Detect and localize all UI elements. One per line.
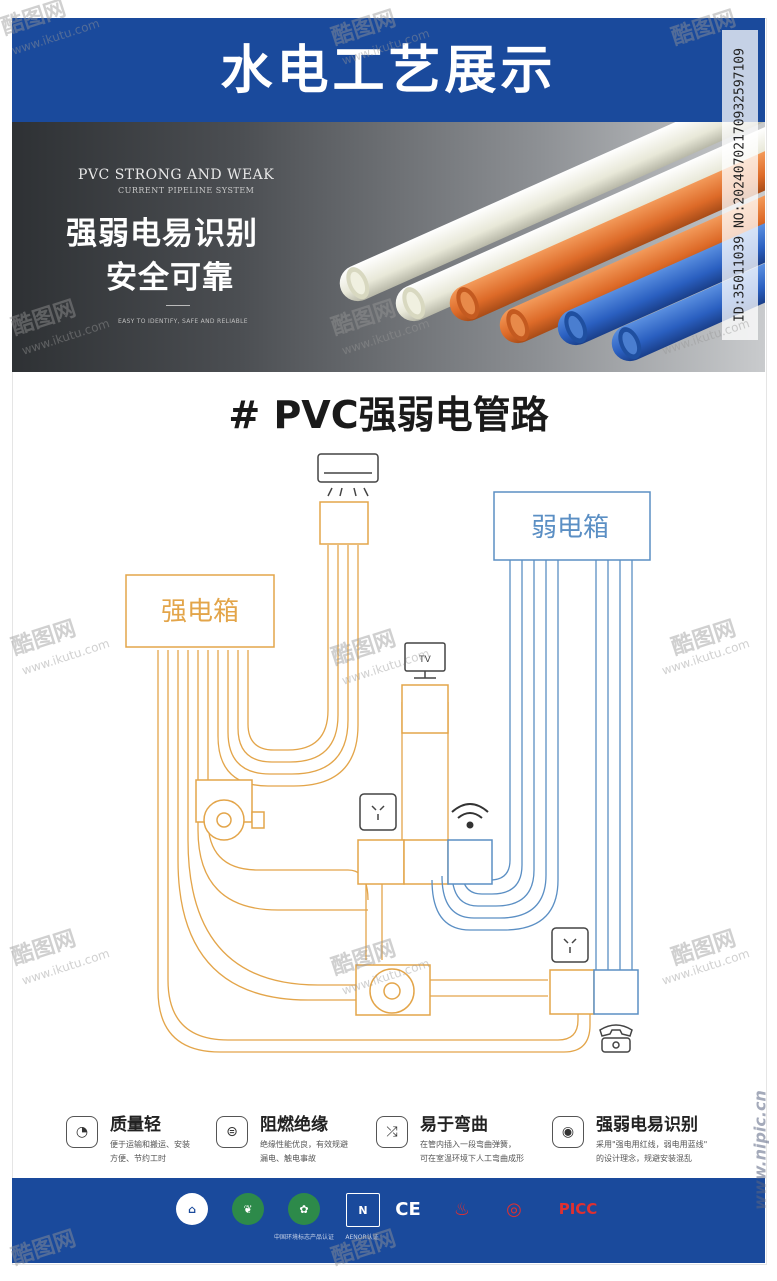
strong-current-pipes — [157, 545, 591, 1053]
feature-desc: 便于运输和搬运、安装方便、节约工时 — [110, 1140, 190, 1163]
id-watermark-strip: ID:35011039 NO:20240702170932597109 — [722, 30, 758, 340]
picc-logo-icon: PICC — [558, 1200, 598, 1218]
weak-box-label: 弱电箱 — [531, 513, 609, 543]
strong-box-label: 强电箱 — [161, 597, 239, 627]
feature-desc: 采用"强电用红线，弱电用蓝线"的设计理念，规避安装混乱 — [596, 1140, 708, 1163]
tv-label: TV — [418, 655, 431, 665]
poster-title: 水电工艺展示 — [220, 41, 557, 101]
pipeline-diagram: 强电箱 TV — [125, 453, 651, 1053]
flame-logo-icon: ♨ — [453, 1198, 471, 1220]
feature-desc: 在管内插入一段弯曲弹簧，可在室温环境下人工弯曲成形 — [420, 1140, 524, 1163]
network-box — [447, 839, 493, 885]
outlet-box-3 — [549, 969, 595, 1015]
outlet-box-1 — [357, 839, 405, 885]
junction-box-1 — [195, 779, 265, 841]
n-mark-icon: N — [346, 1193, 380, 1227]
header-band — [12, 18, 765, 122]
socket-icon — [359, 793, 397, 831]
tv-connector — [401, 684, 449, 734]
weak-box — [493, 491, 651, 561]
eco-logo-icon: ❦ — [232, 1193, 264, 1225]
house-logo-icon: ⌂ — [176, 1193, 208, 1225]
junction-box-2 — [355, 964, 431, 1016]
round-logo-icon: ◎ — [506, 1198, 522, 1220]
wifi-icon — [451, 803, 489, 829]
tv-icon — [404, 642, 446, 679]
gauge-icon: ◔ — [66, 1116, 98, 1148]
strong-box — [125, 574, 275, 648]
certification-band — [12, 1178, 765, 1263]
flame-shield-icon: ⊜ — [216, 1116, 248, 1148]
telephone-icon — [599, 1024, 633, 1053]
hero-slogan-line2: 安全可靠 — [106, 260, 234, 296]
hero-slogan-line1: 强弱电易识别 — [66, 216, 258, 252]
phone-box — [593, 969, 639, 1015]
side-watermark: www.nipic.cn — [750, 1090, 770, 1210]
section-title: # PVC强弱电管路 — [228, 393, 549, 437]
hero-english-title: PVC STRONG AND WEAK — [78, 167, 275, 183]
feature-title: 质量轻 — [110, 1115, 161, 1135]
ac-connector — [319, 501, 369, 545]
env-label-caption: 中国环境标志产品认证 — [273, 1234, 334, 1241]
id-watermark-text: ID:35011039 NO:20240702170932597109 — [732, 48, 748, 322]
hero-english-tagline: EASY TO IDENTIFY, SAFE AND RELIABLE — [118, 318, 248, 325]
feature-title: 强弱电易识别 — [596, 1115, 698, 1135]
aenor-caption: AENOR认证 — [345, 1234, 379, 1241]
feature-title: 阻燃绝缘 — [260, 1115, 328, 1135]
weak-current-pipes — [431, 560, 633, 970]
hero-divider — [166, 305, 190, 306]
env-label-icon: ✿ — [288, 1193, 320, 1225]
socket-icon-2 — [551, 927, 589, 963]
eye-icon: ◉ — [552, 1116, 584, 1148]
shuffle-icon: ⤮ — [376, 1116, 408, 1148]
feature-title: 易于弯曲 — [420, 1115, 488, 1135]
ce-mark-icon: CE — [395, 1198, 421, 1220]
hero-english-subtitle: CURRENT PIPELINE SYSTEM — [118, 186, 255, 195]
air-conditioner-icon — [317, 453, 379, 497]
feature-desc: 绝缘性能优良，有效规避漏电、触电事故 — [260, 1140, 348, 1163]
